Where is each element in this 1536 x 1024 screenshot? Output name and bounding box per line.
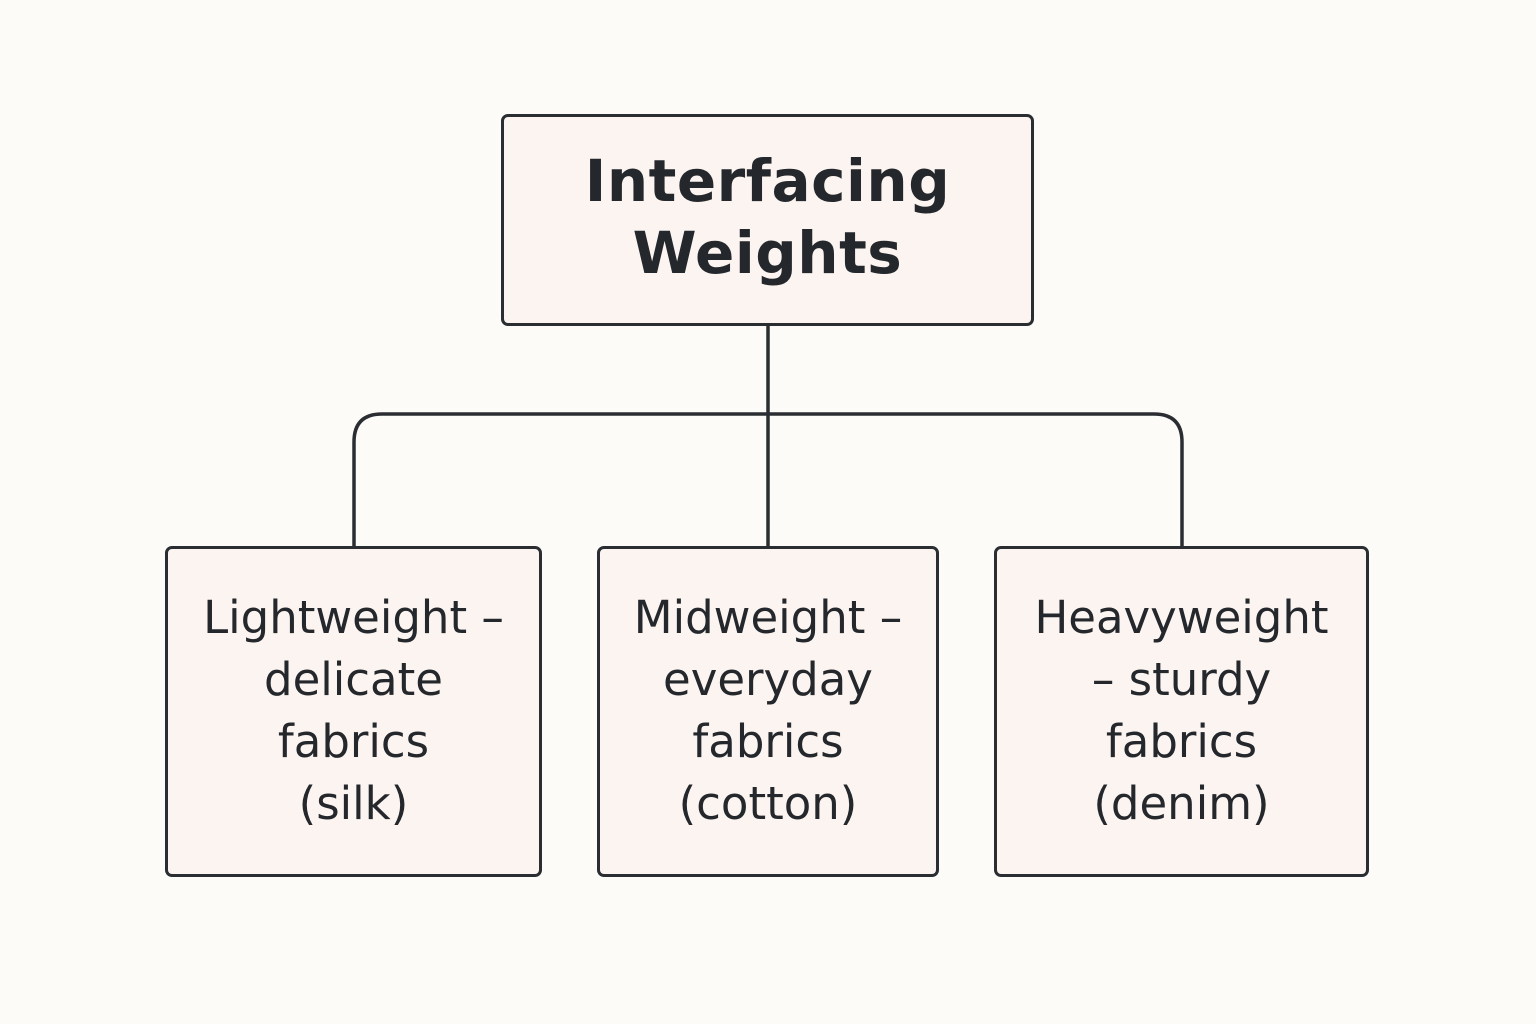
child-node-lightweight: Lightweight – delicate fabrics (silk): [165, 546, 542, 877]
root-node-interfacing-weights: Interfacing Weights: [501, 114, 1034, 326]
child-node-heavyweight: Heavyweight – sturdy fabrics (denim): [994, 546, 1369, 877]
child-node-midweight-text: Midweight – everyday fabrics (cotton): [633, 591, 903, 830]
branch-connector-left: [352, 412, 768, 546]
child-node-heavyweight-text: Heavyweight – sturdy fabrics (denim): [1034, 591, 1329, 830]
child-node-lightweight-text: Lightweight – delicate fabrics (silk): [203, 591, 504, 830]
child-node-midweight: Midweight – everyday fabrics (cotton): [597, 546, 939, 877]
branch-connector-right: [768, 412, 1184, 546]
root-node-title: Interfacing Weights: [584, 147, 951, 287]
